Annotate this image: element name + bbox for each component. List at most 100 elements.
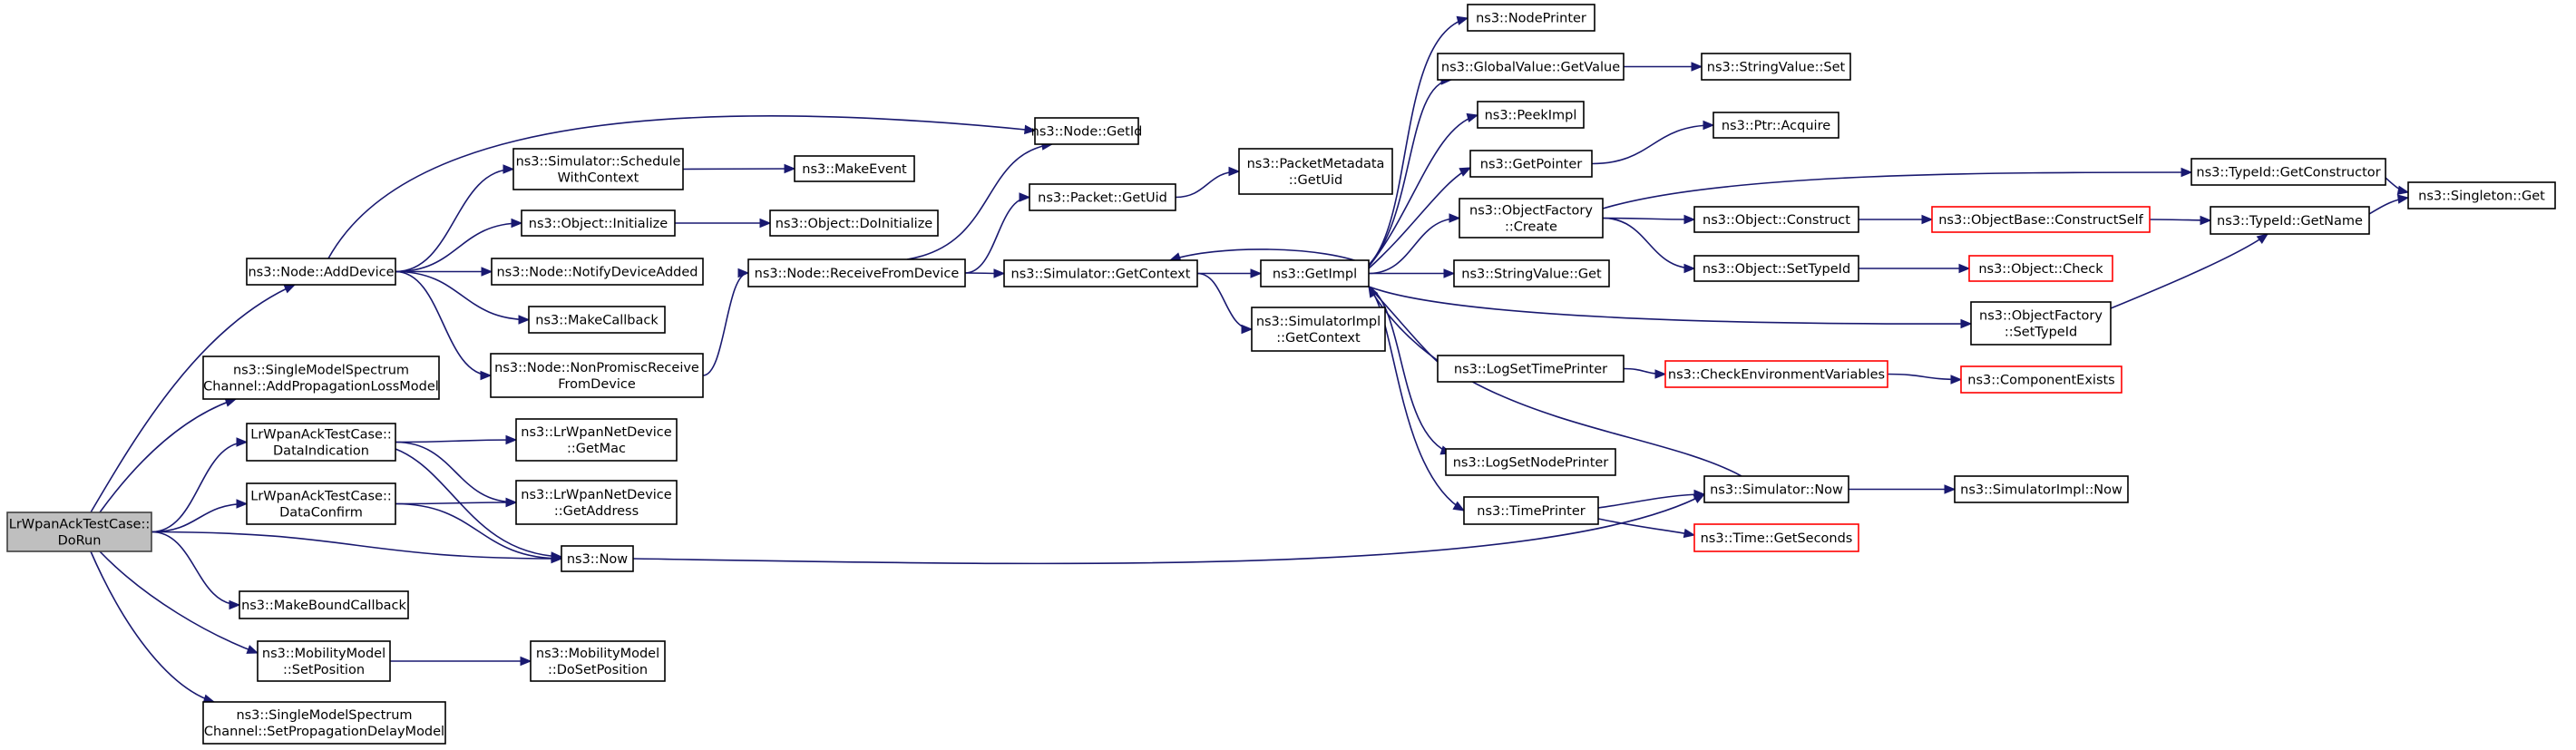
- node-nodeprinter[interactable]: ns3::NodePrinter: [1467, 4, 1595, 32]
- node-objinitialize[interactable]: ns3::Object::Initialize: [521, 209, 676, 237]
- node-label: LrWpanAckTestCase::: [250, 490, 392, 504]
- node-packetgetuid[interactable]: ns3::Packet::GetUid: [1029, 183, 1176, 211]
- node-dataconfirm[interactable]: LrWpanAckTestCase::DataConfirm: [246, 482, 396, 525]
- node-peekimpl[interactable]: ns3::PeekImpl: [1477, 101, 1585, 129]
- arrowhead-ofcreate-to-objsettypeid: [1683, 263, 1696, 274]
- edge-getimpl-to-peekimpl: [1368, 114, 1478, 268]
- node-getaddress[interactable]: ns3::LrWpanNetDevice::GetAddress: [515, 480, 678, 525]
- node-label: ns3::Node::ReceiveFromDevice: [755, 267, 960, 281]
- node-getmac[interactable]: ns3::LrWpanNetDevice::GetMac: [515, 418, 678, 462]
- arrowhead-dorun-to-dataindication: [236, 437, 249, 447]
- node-label: ns3::Object::Check: [1978, 262, 2103, 277]
- node-label: ns3::SingleModelSpectrum: [233, 364, 409, 378]
- node-box: [1034, 117, 1139, 145]
- edge-dataindication-to-getaddress: [395, 441, 517, 503]
- node-setpropdelay[interactable]: ns3::SingleModelSpectrumChannel::SetProp…: [202, 701, 446, 745]
- node-getimpl[interactable]: ns3::GetImpl: [1260, 259, 1370, 287]
- node-label: ns3::ObjectFactory: [1979, 309, 2103, 324]
- node-label: ns3::Object::Initialize: [529, 217, 668, 231]
- arrowhead-dorun-to-adddevice: [283, 284, 297, 294]
- node-objconstruct[interactable]: ns3::Object::Construct: [1693, 206, 1859, 233]
- edge-timeprinter-to-simnow: [1597, 493, 1705, 509]
- node-tidgetname[interactable]: ns3::TypeId::GetName: [2210, 206, 2370, 235]
- node-box: [1453, 259, 1610, 287]
- arrowhead-obconstructself-to-tidgetname: [2200, 215, 2212, 226]
- node-gvgetvalue[interactable]: ns3::GlobalValue::GetValue: [1437, 53, 1625, 81]
- node-tidgetconstructor[interactable]: ns3::TypeId::GetConstructor: [2191, 158, 2386, 186]
- node-makeboundcallback[interactable]: ns3::MakeBoundCallback: [239, 590, 409, 619]
- node-simimplnow[interactable]: ns3::SimulatorImpl::Now: [1954, 475, 2129, 503]
- node-label: ns3::MobilityModel: [262, 647, 385, 661]
- node-label: ns3::Packet::GetUid: [1038, 191, 1167, 206]
- node-logsettimeprinter[interactable]: ns3::LogSetTimePrinter: [1437, 355, 1625, 383]
- edge-getimpl-to-nodeprinter: [1368, 17, 1469, 266]
- node-adddevice[interactable]: ns3::Node::AddDevice: [246, 258, 396, 286]
- node-svset[interactable]: ns3::StringValue::Set: [1701, 53, 1851, 81]
- node-setposition[interactable]: ns3::MobilityModel::SetPosition: [257, 640, 391, 682]
- node-ptracquire[interactable]: ns3::Ptr::Acquire: [1712, 112, 1839, 139]
- node-box: [239, 590, 409, 619]
- node-logsetnodeprinter[interactable]: ns3::LogSetNodePrinter: [1445, 448, 1616, 476]
- edge-dataconfirm-to-getaddress: [395, 502, 517, 505]
- node-label: ns3::Node::NotifyDeviceAdded: [496, 266, 698, 280]
- node-label: ns3::LrWpanNetDevice: [521, 425, 672, 440]
- node-getpointer[interactable]: ns3::GetPointer: [1469, 150, 1593, 178]
- node-dosetposition[interactable]: ns3::MobilityModel::DoSetPosition: [530, 640, 666, 682]
- arrowhead-dataconfirm-to-now: [551, 553, 563, 564]
- node-makeevent[interactable]: ns3::MakeEvent: [794, 155, 915, 182]
- arrowhead-getimpl-to-timeprinter: [1452, 501, 1466, 511]
- node-getcontext[interactable]: ns3::Simulator::GetContext: [1003, 259, 1198, 287]
- node-doinitialize[interactable]: ns3::Object::DoInitialize: [769, 209, 939, 237]
- arrowhead-nonpromisc-to-receivefromdevice: [737, 268, 750, 278]
- node-nodegetid[interactable]: ns3::Node::GetId: [1031, 117, 1143, 145]
- node-label: WithContext: [558, 171, 639, 186]
- node-notifydeviceadded[interactable]: ns3::Node::NotifyDeviceAdded: [491, 258, 704, 286]
- arrowhead-receivefromdevice-to-getcontext: [993, 268, 1006, 278]
- arrowhead-dataconfirm-to-getaddress: [505, 497, 518, 508]
- node-ofcreate[interactable]: ns3::ObjectFactory::Create: [1459, 198, 1604, 239]
- node-label: ns3::Object::Construct: [1703, 213, 1850, 228]
- node-label: ::GetUid: [1289, 173, 1342, 188]
- node-label: ns3::Object::SetTypeId: [1703, 262, 1850, 277]
- node-label: FromDevice: [558, 377, 636, 392]
- node-dataindication[interactable]: LrWpanAckTestCase::DataIndication: [246, 423, 396, 462]
- edge-dataindication-to-now: [395, 448, 562, 558]
- node-componentexists[interactable]: ns3::ComponentExists: [1960, 365, 2122, 394]
- node-receivefromdevice[interactable]: ns3::Node::ReceiveFromDevice: [747, 258, 966, 287]
- arrowhead-adddevice-to-objinitialize: [511, 218, 523, 229]
- node-simnow[interactable]: ns3::Simulator::Now: [1703, 475, 1849, 503]
- node-label: ns3::Time::GetSeconds: [1701, 531, 1853, 546]
- node-obconstructself[interactable]: ns3::ObjectBase::ConstructSelf: [1931, 206, 2151, 233]
- arrowhead-ofcreate-to-tidgetconstructor: [2181, 167, 2193, 178]
- node-label: ns3::ObjectBase::ConstructSelf: [1938, 213, 2143, 228]
- node-getseconds[interactable]: ns3::Time::GetSeconds: [1693, 523, 1859, 552]
- arrowhead-adddevice-to-nonpromisc: [480, 370, 493, 381]
- node-box: [1437, 355, 1625, 383]
- node-ofsettypeid[interactable]: ns3::ObjectFactory::SetTypeId: [1970, 301, 2112, 346]
- node-objcheck[interactable]: ns3::Object::Check: [1968, 255, 2113, 282]
- edges-layer: [90, 15, 2410, 704]
- node-timeprinter[interactable]: ns3::TimePrinter: [1463, 496, 1599, 525]
- node-objsettypeid[interactable]: ns3::Object::SetTypeId: [1693, 255, 1859, 282]
- node-pmgetuid[interactable]: ns3::PacketMetadata::GetUid: [1238, 148, 1393, 195]
- node-singletonget[interactable]: ns3::Singleton::Get: [2407, 181, 2556, 209]
- node-makecallback[interactable]: ns3::MakeCallback: [528, 306, 666, 334]
- node-label: DoRun: [58, 534, 102, 549]
- node-box: [1712, 112, 1839, 139]
- node-simimplgetcontext[interactable]: ns3::SimulatorImpl::GetContext: [1251, 307, 1386, 352]
- node-dorun[interactable]: LrWpanAckTestCase::DoRun: [6, 511, 152, 552]
- node-svget[interactable]: ns3::StringValue::Get: [1453, 259, 1610, 287]
- arrowhead-objsettypeid-to-objcheck: [1958, 263, 1971, 274]
- node-label: ns3::TypeId::GetName: [2217, 214, 2363, 229]
- node-box: [561, 545, 634, 572]
- node-addproploss[interactable]: ns3::SingleModelSpectrumChannel::AddProp…: [202, 356, 440, 400]
- node-checkenv[interactable]: ns3::CheckEnvironmentVariables: [1664, 360, 1888, 388]
- arrowhead-timeprinter-to-simnow: [1693, 489, 1706, 500]
- node-label: ns3::Node::NonPromiscReceive: [494, 361, 699, 375]
- node-label: DataConfirm: [279, 506, 363, 521]
- node-now[interactable]: ns3::Now: [561, 545, 634, 572]
- node-box: [1260, 259, 1370, 287]
- arrowhead-receivefromdevice-to-packetgetuid: [1019, 192, 1031, 202]
